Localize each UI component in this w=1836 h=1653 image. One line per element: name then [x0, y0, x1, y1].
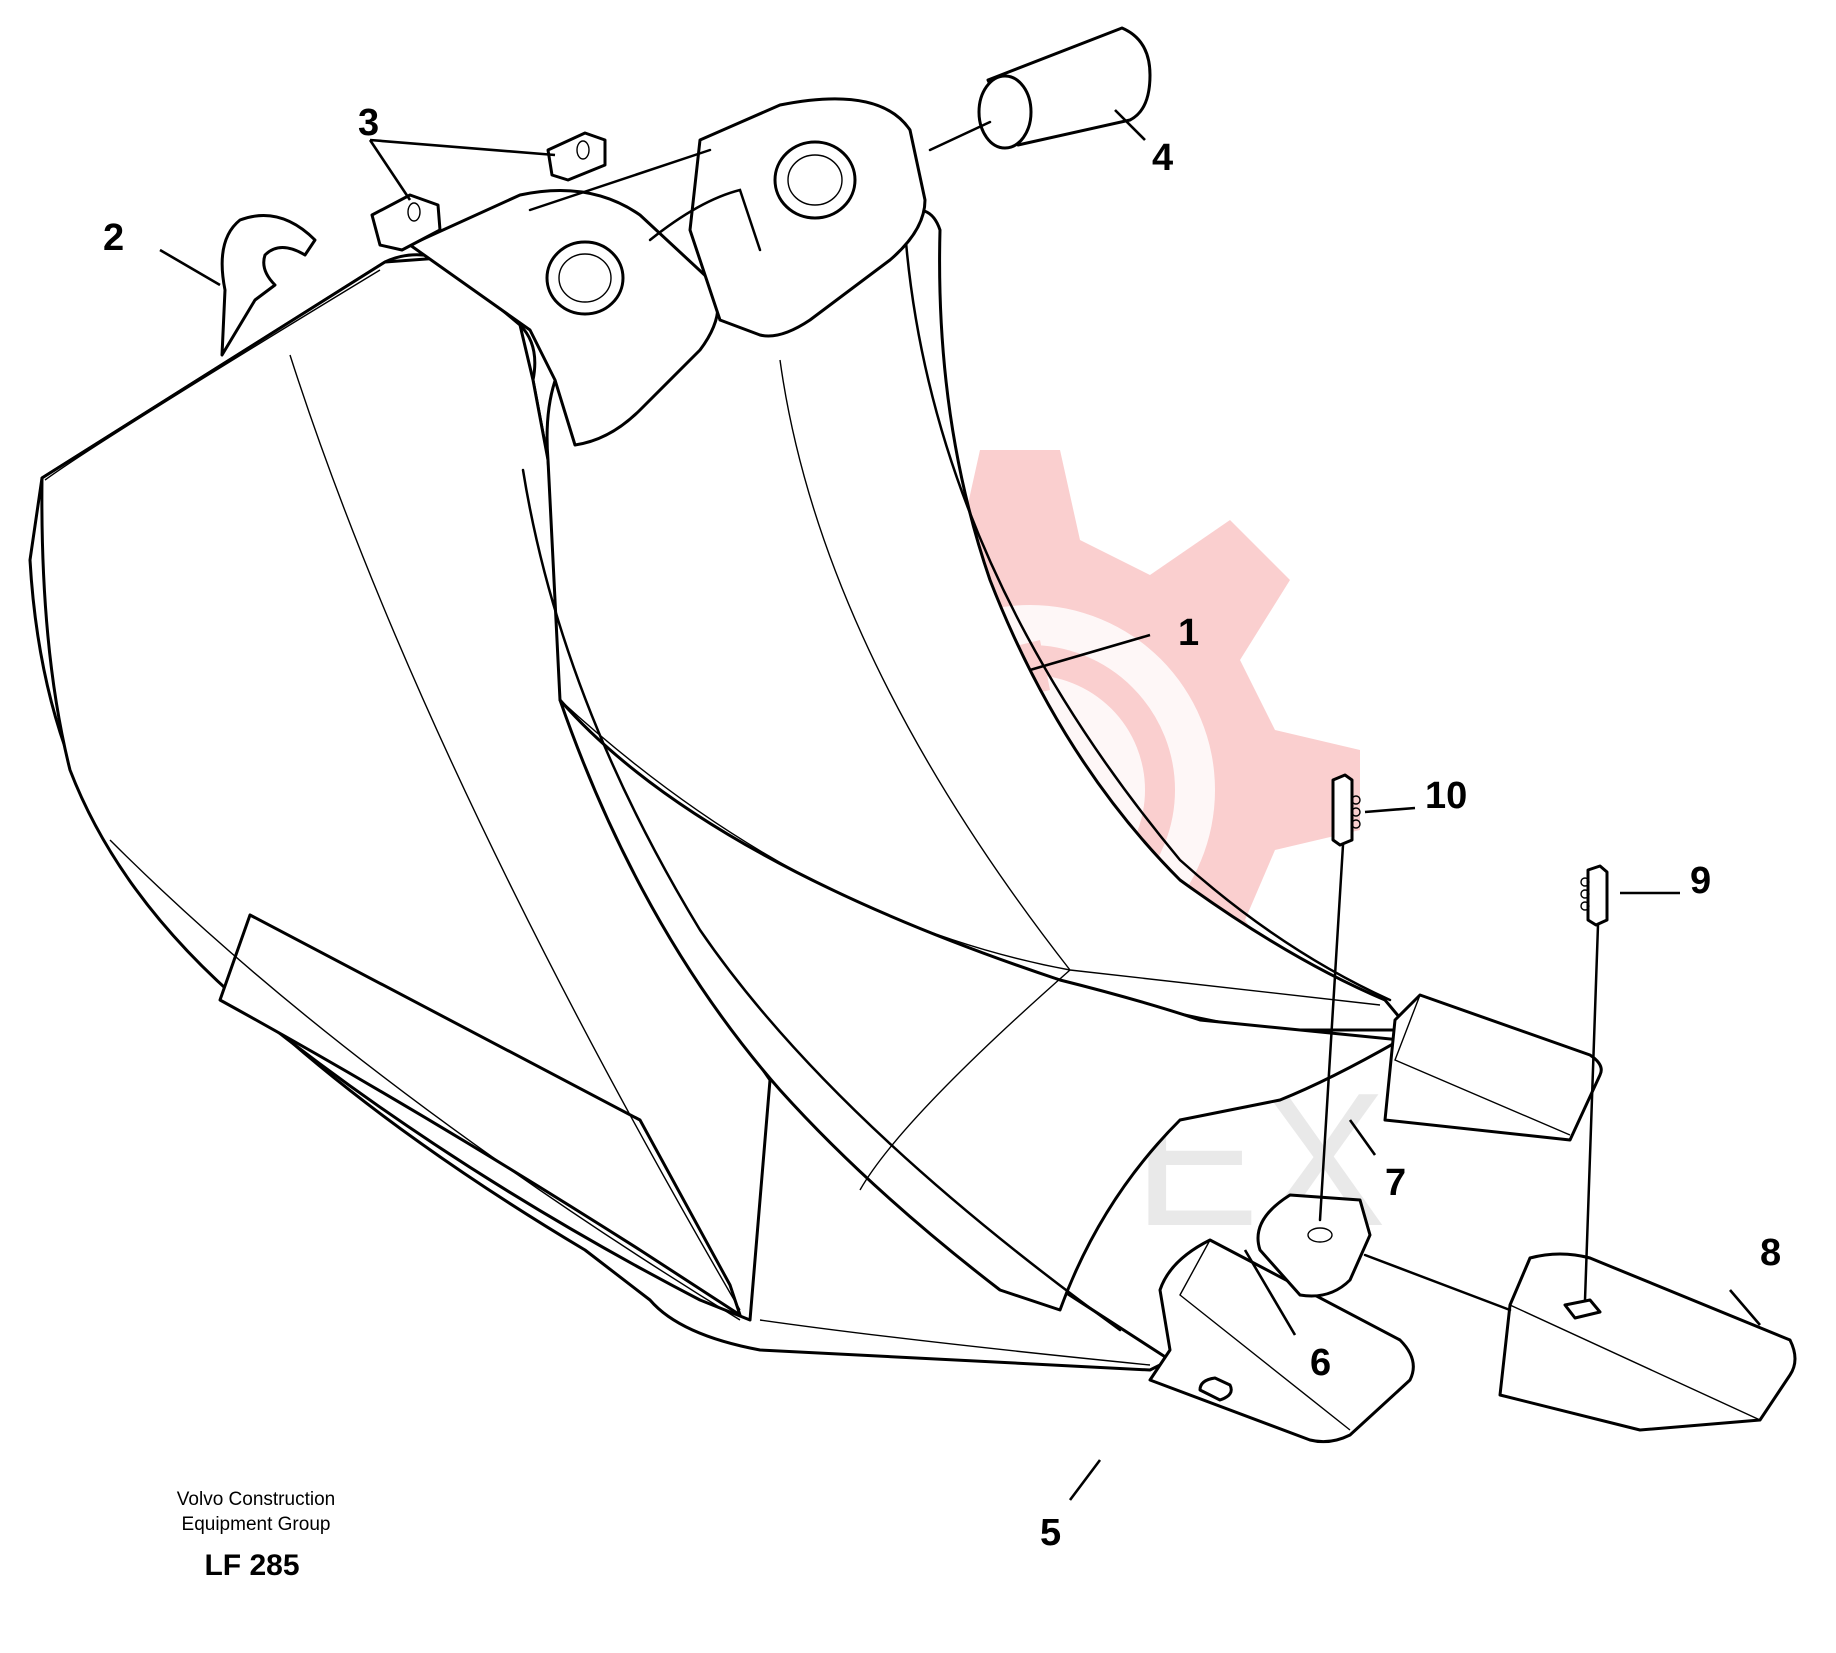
retainer-pin-10 [1318, 773, 1361, 1222]
pivot-pin [928, 26, 1152, 152]
callout-8: 8 [1760, 1232, 1781, 1274]
adapter-block [1256, 1193, 1372, 1298]
footer-drawing-code: LF 285 [204, 1549, 299, 1582]
callout-2: 2 [103, 217, 124, 259]
pivot-pin-end [977, 74, 1033, 150]
callout-7: 7 [1385, 1162, 1406, 1204]
callout-3: 3 [358, 102, 379, 144]
lug-blocks [370, 131, 607, 252]
retainer-pin-9 [1580, 864, 1609, 1302]
footer-company-line-2: Equipment Group [182, 1514, 331, 1535]
callout-5: 5 [1040, 1512, 1061, 1554]
hinge-bore-right [773, 140, 857, 220]
leader-lines [159, 109, 1761, 1501]
lifting-hook [220, 214, 317, 357]
callout-10: 10 [1425, 775, 1467, 817]
callout-4: 4 [1152, 137, 1173, 179]
footer-company-line-1: Volvo Construction [177, 1489, 335, 1510]
callout-1: 1 [1178, 612, 1199, 654]
hinge-brackets [408, 97, 927, 447]
callout-labels: 1 2 3 4 5 6 7 8 9 10 [103, 102, 1781, 1554]
callout-9: 9 [1690, 860, 1711, 902]
footer: Volvo Construction Equipment Group LF 28… [177, 1489, 335, 1582]
bucket-wear-strip [218, 913, 742, 1317]
tooth-front-slot [1198, 1376, 1233, 1402]
tooth-tip-detached [1498, 1252, 1797, 1432]
hinge-bore-left [545, 240, 625, 316]
lug-left [370, 193, 442, 252]
callout-6: 6 [1310, 1342, 1331, 1384]
tooth-rear [1383, 993, 1603, 1142]
bucket-body [28, 208, 1412, 1372]
lug-right [546, 131, 607, 182]
